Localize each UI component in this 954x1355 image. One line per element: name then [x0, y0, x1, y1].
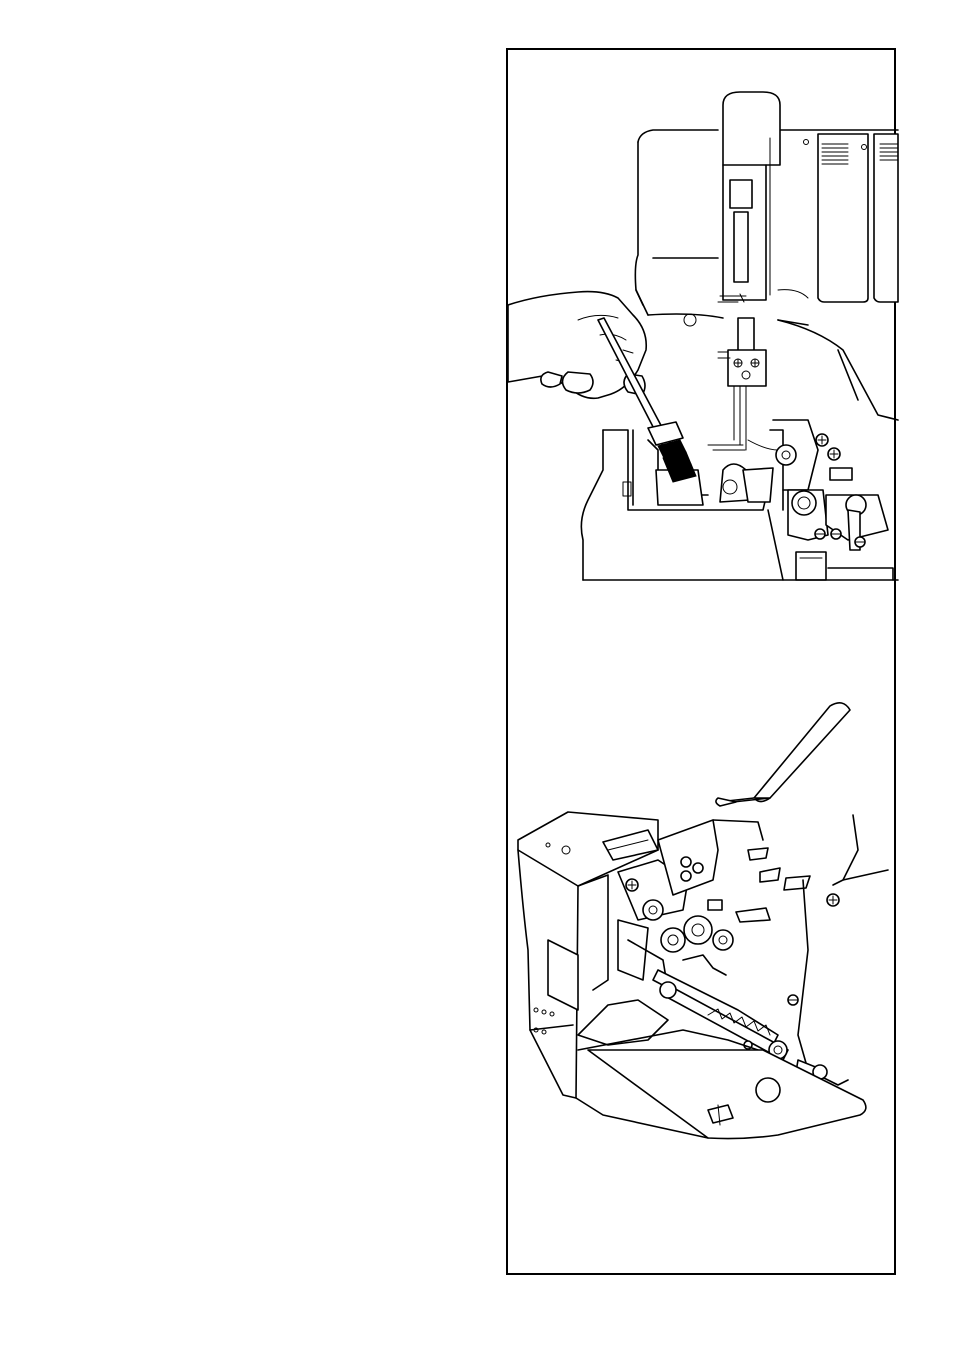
oiling-illustration — [508, 50, 898, 1277]
figure-frame — [506, 48, 896, 1275]
oiler — [716, 703, 850, 806]
machine-right-housing — [788, 815, 888, 1085]
